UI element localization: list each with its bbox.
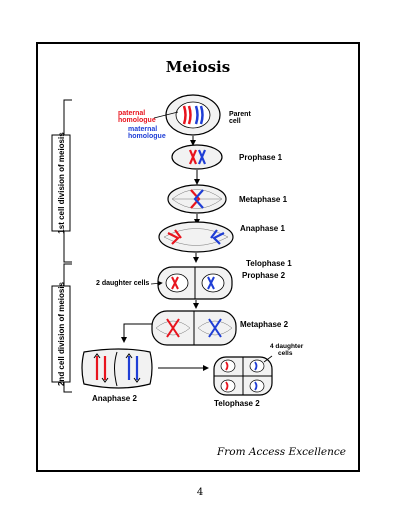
arrow (121, 323, 152, 343)
telophase1-label: Telophase 1 (246, 259, 292, 268)
first-division-box (51, 134, 71, 232)
credit-text: From Access Excellence (216, 446, 346, 458)
metaphase2-label: Metaphase 2 (240, 320, 289, 329)
prophase1-label: Prophase 1 (239, 153, 283, 162)
four-daughter-pointer (263, 355, 273, 363)
prophase2-label: Prophase 2 (242, 271, 286, 280)
figure-title: Meiosis (165, 58, 231, 76)
anaphase2-cells (81, 348, 153, 389)
metaphase2-cells (151, 310, 237, 346)
paternal-pointer (153, 111, 179, 119)
prophase1-cell (171, 144, 223, 170)
arrow (150, 280, 163, 286)
anaphase1-label: Anaphase 1 (240, 224, 285, 233)
two-daughter-label: 2 daughter cells (96, 280, 149, 287)
second-division-label: 2nd cell division of meiosis (57, 281, 66, 386)
anaphase2-label: Anaphase 2 (92, 394, 137, 403)
metaphase1-label: Metaphase 1 (239, 195, 288, 204)
metaphase1-cell (167, 184, 227, 214)
telophase2-cells (213, 356, 273, 396)
second-division-box (51, 285, 71, 383)
telophase1-cells (157, 266, 233, 300)
first-division-label: 1st cell division of meiosis (57, 132, 66, 234)
parent-cell (165, 94, 221, 136)
figure-frame: Meiosis From Access Excellence (36, 42, 360, 472)
page-number: 4 (196, 487, 204, 498)
telophase2-label: Telophase 2 (214, 399, 260, 408)
anaphase1-cell (158, 221, 234, 253)
